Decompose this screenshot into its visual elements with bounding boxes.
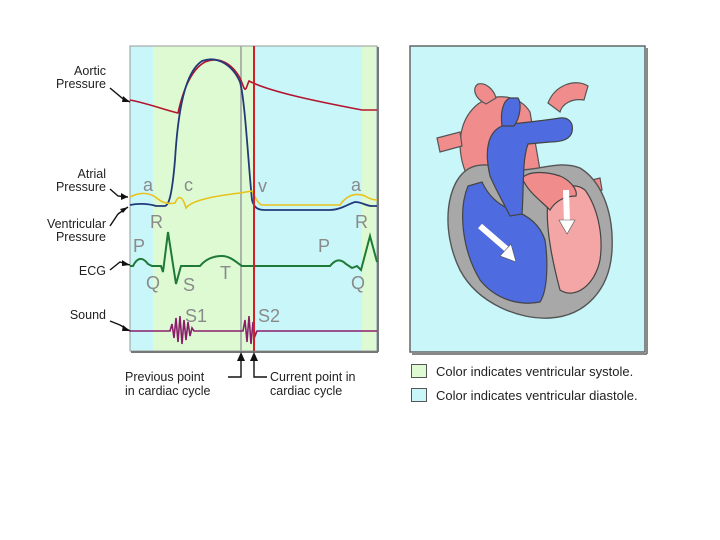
- wave-label-q-right: Q: [351, 273, 366, 293]
- systole-legend-text: Color indicates ventricular systole.: [436, 363, 634, 379]
- wave-label-q-left: Q: [146, 273, 161, 293]
- previous-point-arrowhead: [237, 352, 245, 361]
- ecg-trace: [130, 231, 378, 285]
- wave-label-a-right: a: [351, 175, 362, 195]
- current-point-arrowhead: [250, 352, 258, 361]
- sound-label-s1: S1: [185, 306, 208, 326]
- point-pointers: [228, 358, 267, 378]
- legend-diastole: Color indicates ventricular diastole.: [411, 387, 638, 403]
- row-label-pointers: [109, 87, 131, 332]
- wave-label-v: v: [258, 176, 267, 196]
- legend-systole: Color indicates ventricular systole.: [411, 363, 633, 379]
- left-ventricle: [546, 185, 602, 294]
- wave-label-p-left: P: [133, 236, 146, 256]
- ecg-label: ECG: [78, 264, 106, 278]
- atrial-pressure-trace: [129, 190, 378, 210]
- blood-flow-arrows: [478, 189, 576, 263]
- sound-label: Sound: [69, 308, 106, 322]
- diastole-legend-text: Color indicates ventricular diastole.: [436, 387, 638, 403]
- sound-trace: [130, 315, 377, 345]
- aortic-pressure-trace: [129, 59, 377, 114]
- wave-label-a-left: a: [143, 175, 154, 195]
- systole-swatch: [411, 364, 427, 378]
- wave-label-c: c: [184, 175, 193, 195]
- wave-label-t: T: [220, 263, 231, 283]
- wave-label-r-left: R: [150, 212, 163, 232]
- sound-label-s2: S2: [258, 306, 281, 326]
- wave-label-s: S: [183, 275, 196, 295]
- ventricular-pressure-trace: [129, 58, 377, 211]
- wave-label-p-right: P: [318, 236, 331, 256]
- wave-label-r-right: R: [355, 212, 368, 232]
- left-atrium: [521, 171, 577, 211]
- diastole-swatch: [411, 388, 427, 402]
